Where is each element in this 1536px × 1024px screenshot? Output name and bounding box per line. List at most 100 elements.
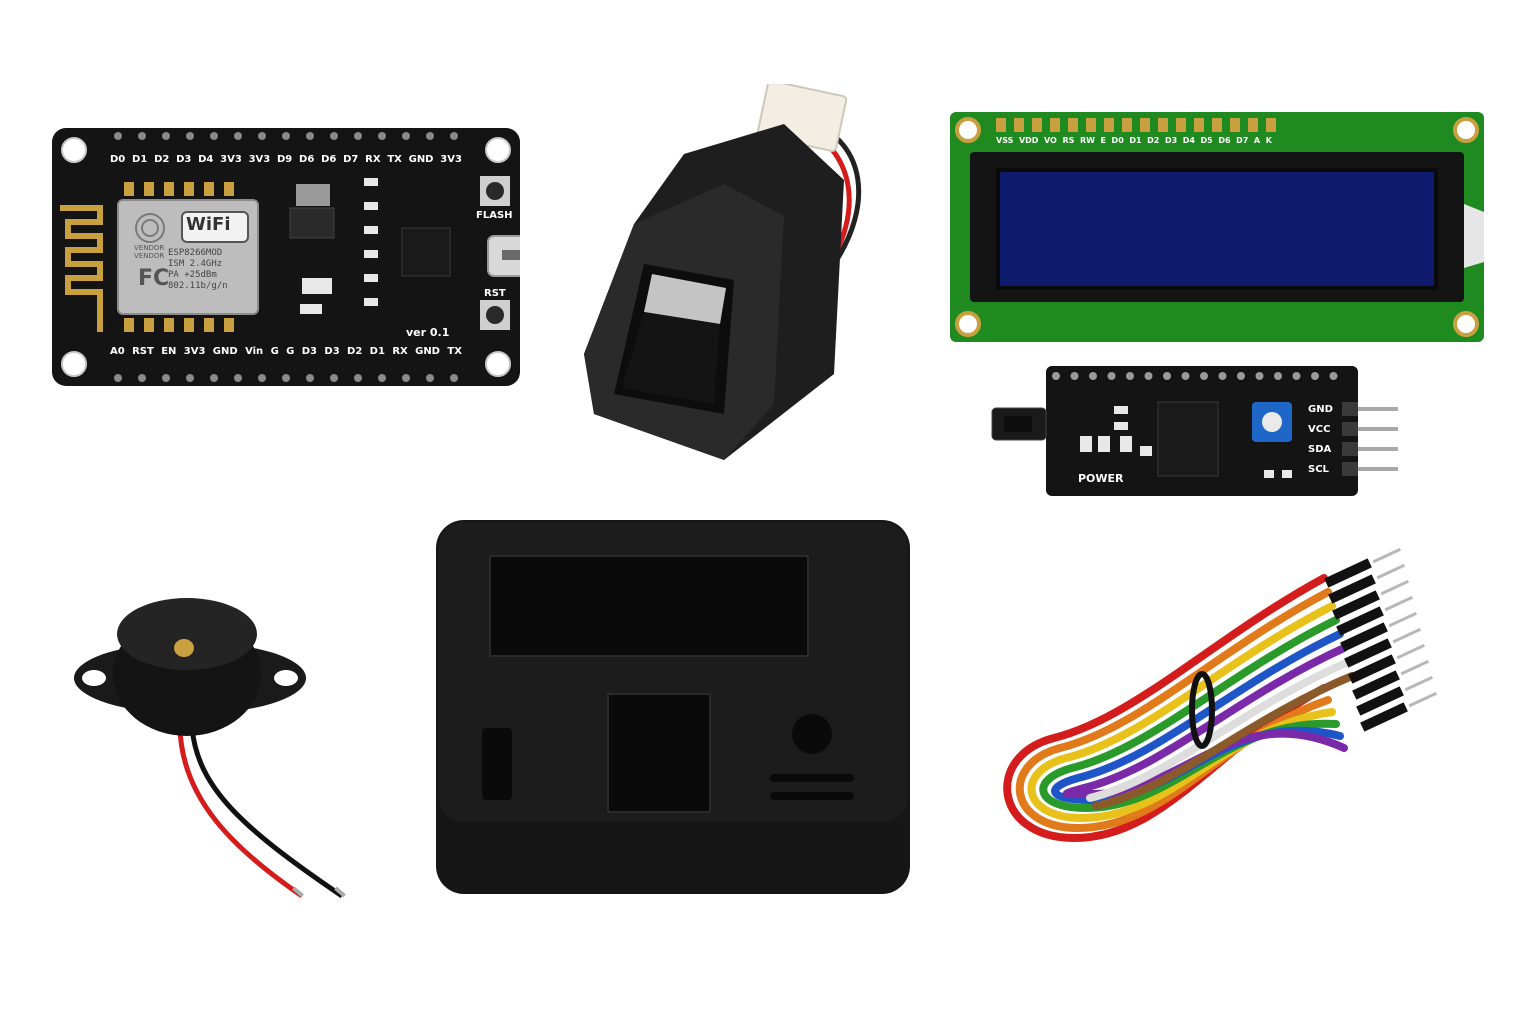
lcd-pin-pad <box>1266 118 1276 132</box>
pin-label: K <box>1265 136 1272 145</box>
jumper-wire-head <box>1356 675 1434 716</box>
pin-hole <box>378 374 386 382</box>
jumper-wires-icon <box>1003 547 1438 843</box>
pin-hole <box>426 132 434 140</box>
pin-hole <box>306 132 314 140</box>
pin-label: D3 <box>301 346 318 357</box>
pin-label: RX <box>392 346 408 357</box>
pin-hole <box>1107 372 1116 380</box>
pin-hole <box>234 374 242 382</box>
pin-hole <box>282 374 290 382</box>
lcd-pin-pad <box>1014 118 1024 132</box>
pin-hole <box>450 132 458 140</box>
pin-hole <box>354 132 362 140</box>
pin-hole <box>114 132 122 140</box>
pin-label: G <box>270 346 279 357</box>
lcd-pin-pad <box>1068 118 1078 132</box>
lcd-pin-pad <box>1230 118 1240 132</box>
fingerprint-sensor <box>574 80 894 466</box>
lcd-pin-pad <box>1086 118 1096 132</box>
jumper-wire-head <box>1324 547 1402 588</box>
pin-label: 3V3 <box>440 154 462 165</box>
fc-mark: FC <box>138 266 170 291</box>
pin-label: TX <box>447 346 462 357</box>
pin-hole <box>258 132 266 140</box>
pin-label: D2 <box>1147 136 1160 145</box>
lcd-pin-pad <box>1104 118 1114 132</box>
pin-label: D3 <box>176 154 192 165</box>
lcd-pin-pad <box>1194 118 1204 132</box>
lcd-pin-pad <box>1248 118 1258 132</box>
pin-label: D6 <box>321 154 337 165</box>
pin-hole <box>1255 372 1264 380</box>
pin-label: D4 <box>198 154 214 165</box>
pin-label: RX <box>365 154 381 165</box>
pin-label: D0 <box>110 154 126 165</box>
pin-label: GND <box>212 346 238 357</box>
pin-label: E <box>1100 136 1106 145</box>
jumper-wire-head <box>1344 627 1422 668</box>
pin-hole <box>162 374 170 382</box>
pin-label: RS <box>1062 136 1075 145</box>
lcd-pin-pad <box>1122 118 1132 132</box>
lcd-pin-pad <box>1032 118 1042 132</box>
version-label: ver 0.1 <box>406 326 450 339</box>
pin-hole <box>114 374 122 382</box>
buzzer-icon <box>74 598 346 899</box>
pin-label: G <box>286 346 295 357</box>
pin-label: D3 <box>1164 136 1178 145</box>
lcd-pin-pad <box>1158 118 1168 132</box>
jumper-wires <box>994 538 1484 868</box>
pin-hole <box>210 132 218 140</box>
nodemcu-board-icon <box>52 128 537 386</box>
pin-label: D1 <box>369 346 385 357</box>
pin-hole <box>162 132 170 140</box>
pin-hole <box>1144 372 1153 380</box>
pin-hole <box>1089 372 1097 380</box>
jumper-wire-head <box>1360 691 1438 732</box>
pin-hole <box>1292 372 1301 380</box>
pin-label: GND <box>408 154 434 165</box>
i2c-adapter-icon <box>991 366 1398 496</box>
pin-label: VCC <box>1308 424 1331 435</box>
jumper-wire-head <box>1352 659 1430 700</box>
pin-label: 3V3 <box>220 154 242 165</box>
pin-hole <box>426 374 434 382</box>
lcd-pin-pad <box>1140 118 1150 132</box>
pin-label: D0 <box>1111 136 1124 145</box>
pin-hole <box>1070 372 1079 380</box>
pin-hole <box>402 374 410 382</box>
pin-label: D4 <box>1182 136 1195 145</box>
pin-label: A0 <box>110 346 125 357</box>
pin-label: D5 <box>1200 136 1213 145</box>
buzzer <box>72 578 352 908</box>
module-vendor-text: VENDOR VENDOR <box>134 244 165 260</box>
pin-label: D7 <box>343 154 359 165</box>
lcd-pin-pad <box>1050 118 1060 132</box>
enclosure <box>436 520 910 894</box>
fingerprint-sensor-icon <box>584 80 862 460</box>
pin-hole <box>186 374 194 382</box>
pin-label: RST <box>132 346 154 357</box>
pin-label: D2 <box>154 154 170 165</box>
pin-hole <box>1311 372 1319 380</box>
pin-label: D6 <box>299 154 315 165</box>
pin-label: RW <box>1079 136 1095 145</box>
pin-hole <box>138 374 146 382</box>
pin-hole <box>1329 372 1338 380</box>
pin-label: D1 <box>132 154 148 165</box>
power-label: POWER <box>1078 472 1124 485</box>
pin-hole <box>210 374 218 382</box>
pin-hole <box>234 132 242 140</box>
pin-label: GND <box>1308 404 1333 415</box>
pin-label: SDA <box>1308 444 1332 455</box>
pin-hole <box>138 132 146 140</box>
pin-label: EN <box>161 346 177 357</box>
pin-label: TX <box>387 154 402 165</box>
pin-hole <box>378 132 386 140</box>
enclosure-icon <box>436 520 910 894</box>
